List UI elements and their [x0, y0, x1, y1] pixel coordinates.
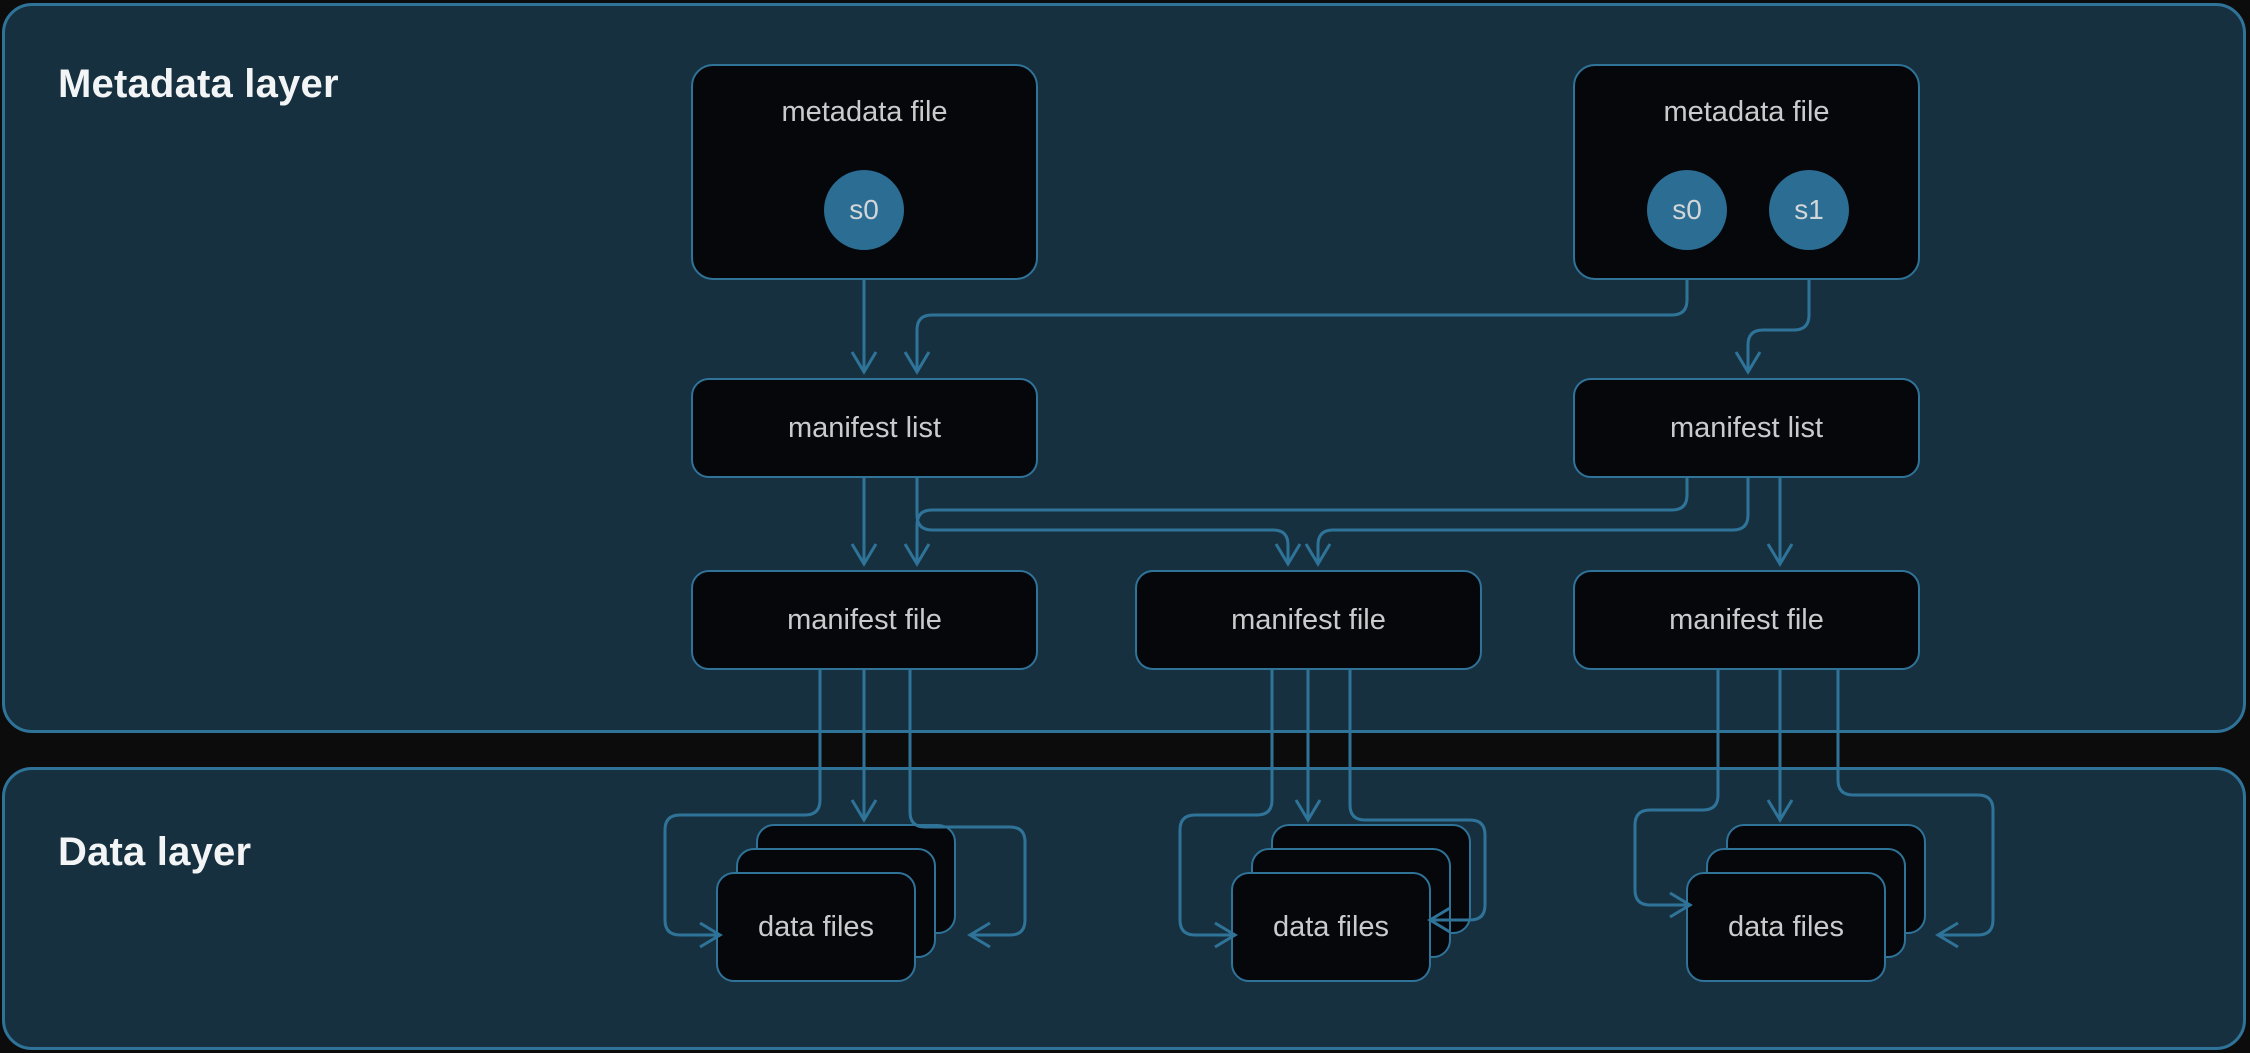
manifest-list-node-1[interactable]: manifest list — [691, 378, 1038, 478]
metadata-file-node-2[interactable]: metadata file — [1573, 64, 1920, 280]
manifest-file-node-2[interactable]: manifest file — [1135, 570, 1482, 670]
manifest-list-label-1: manifest list — [787, 411, 942, 444]
manifest-file-node-3[interactable]: manifest file — [1573, 570, 1920, 670]
manifest-file-label-3: manifest file — [1669, 603, 1824, 636]
snapshot-label-s0-right: s0 — [1672, 194, 1702, 225]
data-files-label-3: data files — [1727, 910, 1845, 943]
manifest-list-node-2[interactable]: manifest list — [1573, 378, 1920, 478]
data-files-label-1: data files — [757, 910, 875, 943]
snapshot-label-s0-left: s0 — [849, 194, 879, 225]
manifest-file-label-1: manifest file — [787, 603, 942, 636]
snapshot-label-s1-right: s1 — [1794, 194, 1824, 225]
metadata-layer-title: Metadata layer — [58, 62, 339, 106]
data-layer-title: Data layer — [58, 830, 252, 874]
snapshot-badge-s0-left[interactable]: s0 — [824, 170, 904, 250]
metadata-file-label-2: metadata file — [1663, 96, 1830, 128]
data-files-card-front-1[interactable]: data files — [716, 872, 916, 982]
manifest-file-node-1[interactable]: manifest file — [691, 570, 1038, 670]
data-files-card-front-3[interactable]: data files — [1686, 872, 1886, 982]
snapshot-badge-s0-right[interactable]: s0 — [1647, 170, 1727, 250]
metadata-file-label-1: metadata file — [781, 96, 948, 128]
manifest-list-label-2: manifest list — [1669, 411, 1824, 444]
data-files-label-2: data files — [1272, 910, 1390, 943]
data-files-card-front-2[interactable]: data files — [1231, 872, 1431, 982]
manifest-file-label-2: manifest file — [1231, 603, 1386, 636]
snapshot-badge-s1-right[interactable]: s1 — [1769, 170, 1849, 250]
